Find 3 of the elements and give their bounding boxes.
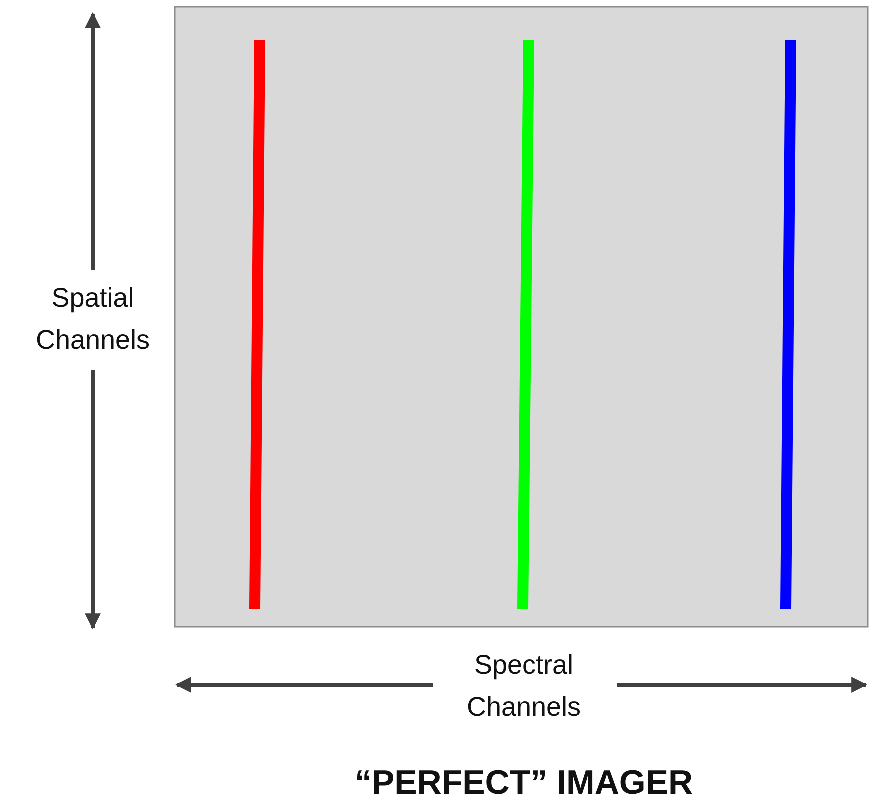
caption: “PERFECT” IMAGER [354,763,694,804]
axis-label: Spatial Channels [34,282,152,357]
axis-label: Spectral Channels [466,649,582,724]
